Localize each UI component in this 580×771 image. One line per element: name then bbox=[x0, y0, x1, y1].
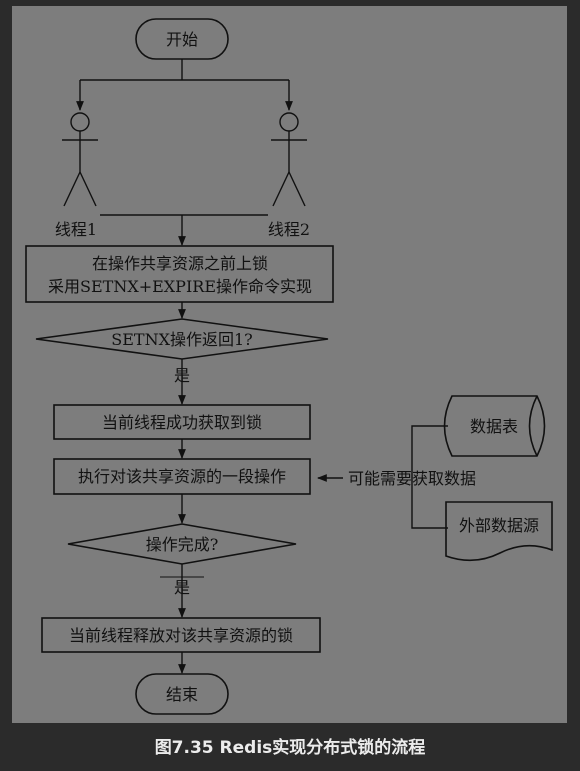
yes-label-2: 是 bbox=[174, 578, 190, 597]
lock-step-line-2: 采用SETNX+EXPIRE操作命令实现 bbox=[48, 277, 312, 296]
execute-operation-label: 执行对该共享资源的一段操作 bbox=[78, 467, 286, 486]
start-node: 开始 bbox=[135, 18, 229, 60]
start-split-connector bbox=[76, 59, 293, 111]
operation-complete-decision: 操作完成? bbox=[67, 523, 297, 565]
lock-acquired-box: 当前线程成功获取到锁 bbox=[53, 404, 311, 440]
lock-step-box: 在操作共享资源之前上锁 采用SETNX+EXPIRE操作命令实现 bbox=[25, 245, 334, 303]
data-table-label: 数据表 bbox=[470, 417, 518, 436]
start-label: 开始 bbox=[166, 30, 198, 49]
thread-1-actor-icon bbox=[62, 112, 98, 207]
end-node: 结束 bbox=[135, 673, 229, 715]
setnx-decision: SETNX操作返回1? bbox=[35, 318, 329, 360]
data-sources-bracket bbox=[411, 425, 448, 529]
external-data-source-icon: 外部数据源 bbox=[445, 501, 553, 562]
setnx-decision-label: SETNX操作返回1? bbox=[111, 330, 252, 349]
end-label: 结束 bbox=[166, 685, 198, 704]
release-lock-box: 当前线程释放对该共享资源的锁 bbox=[41, 617, 321, 653]
external-data-source-label: 外部数据源 bbox=[459, 516, 539, 535]
lock-acquired-label: 当前线程成功获取到锁 bbox=[102, 413, 262, 432]
thread-2-label: 线程2 bbox=[268, 220, 310, 239]
release-lock-label: 当前线程释放对该共享资源的锁 bbox=[69, 626, 293, 645]
thread-1-label: 线程1 bbox=[55, 220, 97, 239]
thread-2-actor-icon bbox=[271, 112, 307, 207]
operation-complete-label: 操作完成? bbox=[146, 535, 219, 554]
execute-operation-box: 执行对该共享资源的一段操作 bbox=[53, 458, 311, 495]
diagram-background bbox=[12, 6, 567, 723]
yes-label-1: 是 bbox=[174, 366, 190, 385]
data-table-icon: 数据表 bbox=[443, 395, 546, 457]
merge-connector bbox=[100, 214, 268, 246]
lock-step-line-1: 在操作共享资源之前上锁 bbox=[92, 254, 268, 273]
figure-caption: 图7.35 Redis实现分布式锁的流程 bbox=[154, 738, 426, 758]
